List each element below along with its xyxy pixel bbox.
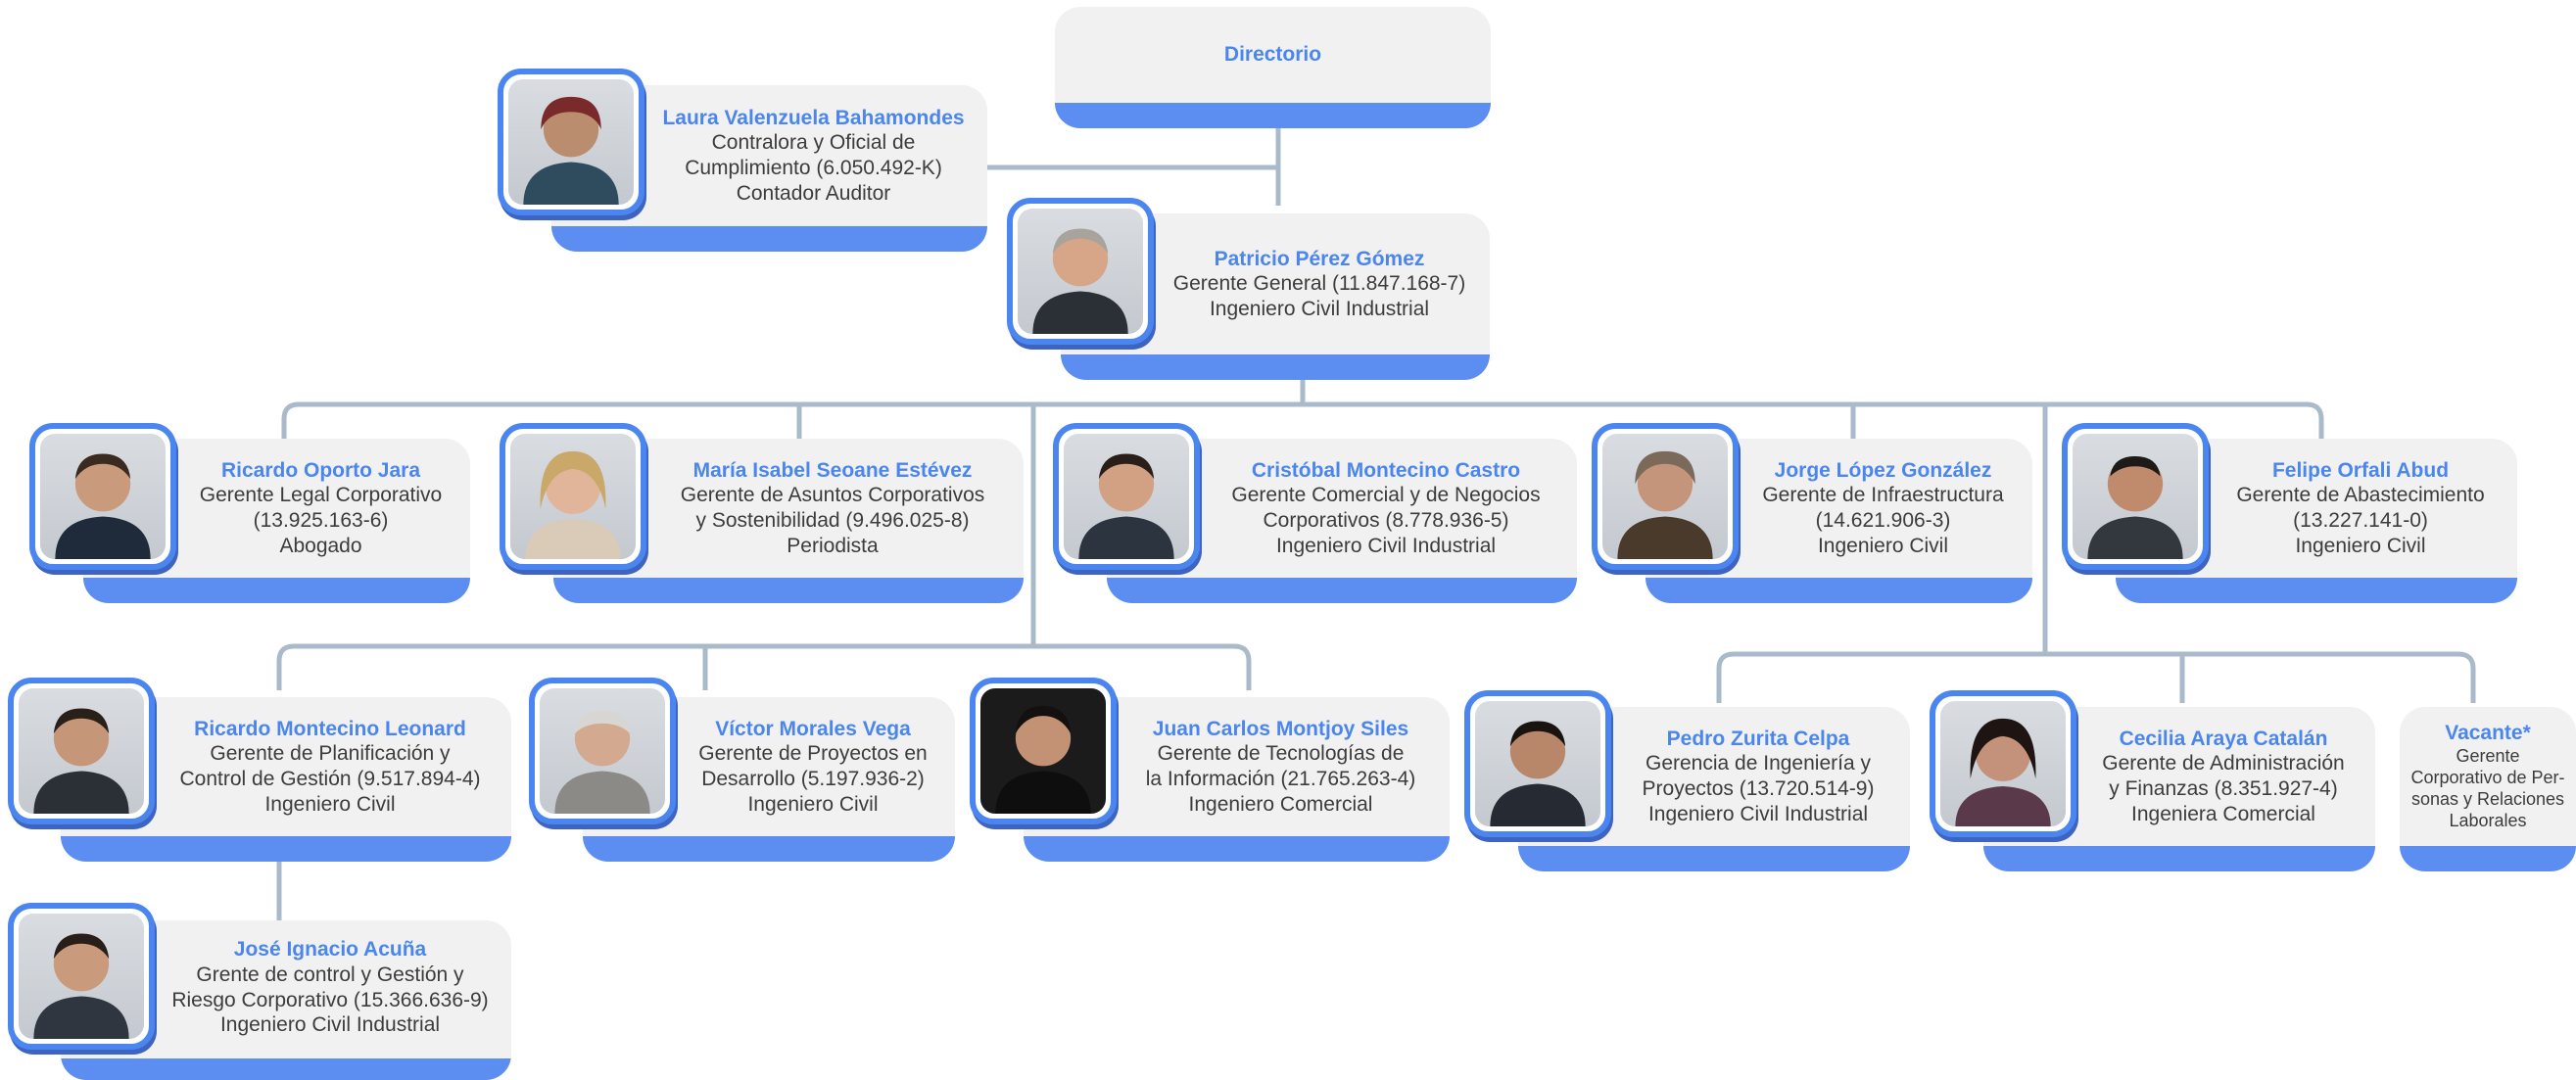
person-role: Riesgo Corporativo (15.366.636-9): [171, 988, 489, 1011]
person-role: Gerente: [2456, 745, 2520, 766]
node-accent-bar: [551, 226, 987, 252]
person-photo: [1007, 198, 1154, 345]
person-profession: Ingeniero Civil Industrial: [1647, 802, 1869, 825]
node-accent-bar: [583, 836, 955, 862]
person-photo: [8, 903, 155, 1050]
person-name: Juan Carlos Montjoy Siles: [1152, 717, 1409, 740]
person-profession: Ingeniero Civil Industrial: [1275, 534, 1497, 557]
node-accent-bar: [83, 578, 470, 603]
person-photo: [500, 423, 646, 570]
node-ingenieria[interactable]: Pedro Zurita Celpa Gerencia de Ingenierí…: [1518, 707, 1910, 871]
person-role: sonas y Relaciones: [2410, 788, 2565, 809]
person-role: Contralora y Oficial de: [711, 131, 916, 155]
node-accent-bar: [1055, 103, 1491, 128]
board-node[interactable]: Directorio: [1055, 7, 1491, 128]
person-photo: [1930, 690, 2076, 837]
person-name: Jorge López González: [1774, 458, 1992, 482]
person-role: Gerente de Abastecimiento: [2236, 484, 2485, 507]
person-role: y Sostenibilidad (9.496.025-8): [695, 509, 970, 532]
person-name: Ricardo Montecino Leonard: [194, 717, 466, 740]
person-role: Desarrollo (5.197.936-2): [701, 768, 925, 790]
person-name: María Isabel Seoane Estévez: [692, 458, 973, 482]
person-role: Corporativo de Per-: [2410, 767, 2565, 787]
person-profession: Periodista: [787, 534, 879, 557]
person-photo: [498, 69, 644, 215]
person-role: Laborales: [2449, 810, 2527, 830]
person-name: Ricardo Oporto Jara: [220, 458, 421, 482]
person-photo: [1592, 423, 1739, 570]
person-role: (13.227.141-0): [2293, 509, 2428, 532]
node-accent-bar: [1518, 846, 1910, 871]
person-role: Gerente Legal Corporativo: [199, 484, 443, 507]
person-photo: [1464, 690, 1611, 837]
person-role: Grente de control y Gestión y: [196, 963, 464, 986]
node-accent-bar: [1983, 846, 2375, 871]
person-profession: Ingeniero Civil: [1817, 534, 1949, 557]
person-photo: [970, 678, 1117, 824]
person-role: Gerente General (11.847.168-7): [1172, 272, 1466, 296]
person-name: Vacante*: [2445, 722, 2531, 745]
connector-level1-bus: [281, 401, 2324, 441]
person-role: Corporativos (8.778.936-5): [1263, 509, 1509, 532]
person-profession: Abogado: [279, 534, 362, 557]
person-role: Gerente de Asuntos Corporativos: [680, 484, 985, 507]
connector-level2-right-bus: [1716, 651, 2476, 703]
node-accent-bar: [553, 578, 1024, 603]
person-role: Control de Gestión (9.517.894-4): [179, 768, 481, 790]
person-role: Gerente de Planificación y: [210, 742, 451, 766]
person-role: Gerente de Proyectos en: [698, 742, 928, 766]
person-role: Proyectos (13.720.514-9): [1642, 777, 1875, 800]
person-name: Cecilia Araya Catalán: [2119, 727, 2328, 750]
person-photo: [8, 678, 155, 824]
node-accent-bar: [1061, 354, 1490, 380]
board-label: Directorio: [1223, 43, 1322, 67]
person-role: Gerente de Tecnologías de: [1157, 742, 1405, 766]
node-accent-bar: [61, 836, 511, 862]
person-photo: [29, 423, 176, 570]
person-profession: Ingeniero Comercial: [1188, 792, 1373, 816]
node-vacante[interactable]: Vacante* Gerente Corporativo de Per- son…: [2400, 707, 2576, 871]
person-role: Cumplimiento (6.050.492-K): [685, 157, 942, 179]
node-accent-bar: [2400, 846, 2576, 871]
person-profession: Ingeniero Civil: [2295, 534, 2426, 557]
person-role: Gerente Comercial y de Negocios: [1231, 484, 1541, 507]
person-name: Patricio Pérez Gómez: [1214, 247, 1425, 270]
person-name: Víctor Morales Vega: [715, 717, 911, 740]
node-accent-bar: [2116, 578, 2517, 603]
person-name: Felipe Orfali Abud: [2271, 458, 2450, 482]
person-profession: Ingeniera Comercial: [2131, 802, 2315, 825]
person-name: Cristóbal Montecino Castro: [1251, 458, 1521, 482]
person-profession: Ingeniero Civil: [747, 792, 879, 816]
person-role: y Finanzas (8.351.927-4): [2109, 777, 2338, 800]
person-photo: [2062, 423, 2209, 570]
person-role: Gerente de Administración: [2102, 752, 2345, 775]
person-role: (13.925.163-6): [253, 509, 389, 532]
node-accent-bar: [61, 1058, 511, 1080]
person-role: la Información (21.765.263-4): [1145, 768, 1416, 790]
person-name: Laura Valenzuela Bahamondes: [662, 106, 965, 129]
person-profession: Ingeniero Civil Industrial: [1209, 297, 1430, 320]
node-accent-bar: [1646, 578, 2032, 603]
person-profession: Ingeniero Civil Industrial: [219, 1013, 441, 1037]
person-role: Gerente de Infraestructura: [1762, 484, 2004, 507]
person-profession: Ingeniero Civil: [264, 792, 396, 816]
person-role: Gerencia de Ingeniería y: [1646, 752, 1871, 775]
person-profession: Contador Auditor: [736, 181, 891, 205]
person-photo: [1053, 423, 1200, 570]
person-photo: [529, 678, 676, 824]
person-name: José Ignacio Acuña: [233, 938, 427, 962]
person-role: (14.621.906-3): [1815, 509, 1951, 532]
node-accent-bar: [1107, 578, 1577, 603]
person-name: Pedro Zurita Celpa: [1666, 727, 1850, 750]
connector-level2-left-bus: [276, 643, 1252, 690]
node-accent-bar: [1024, 836, 1450, 862]
